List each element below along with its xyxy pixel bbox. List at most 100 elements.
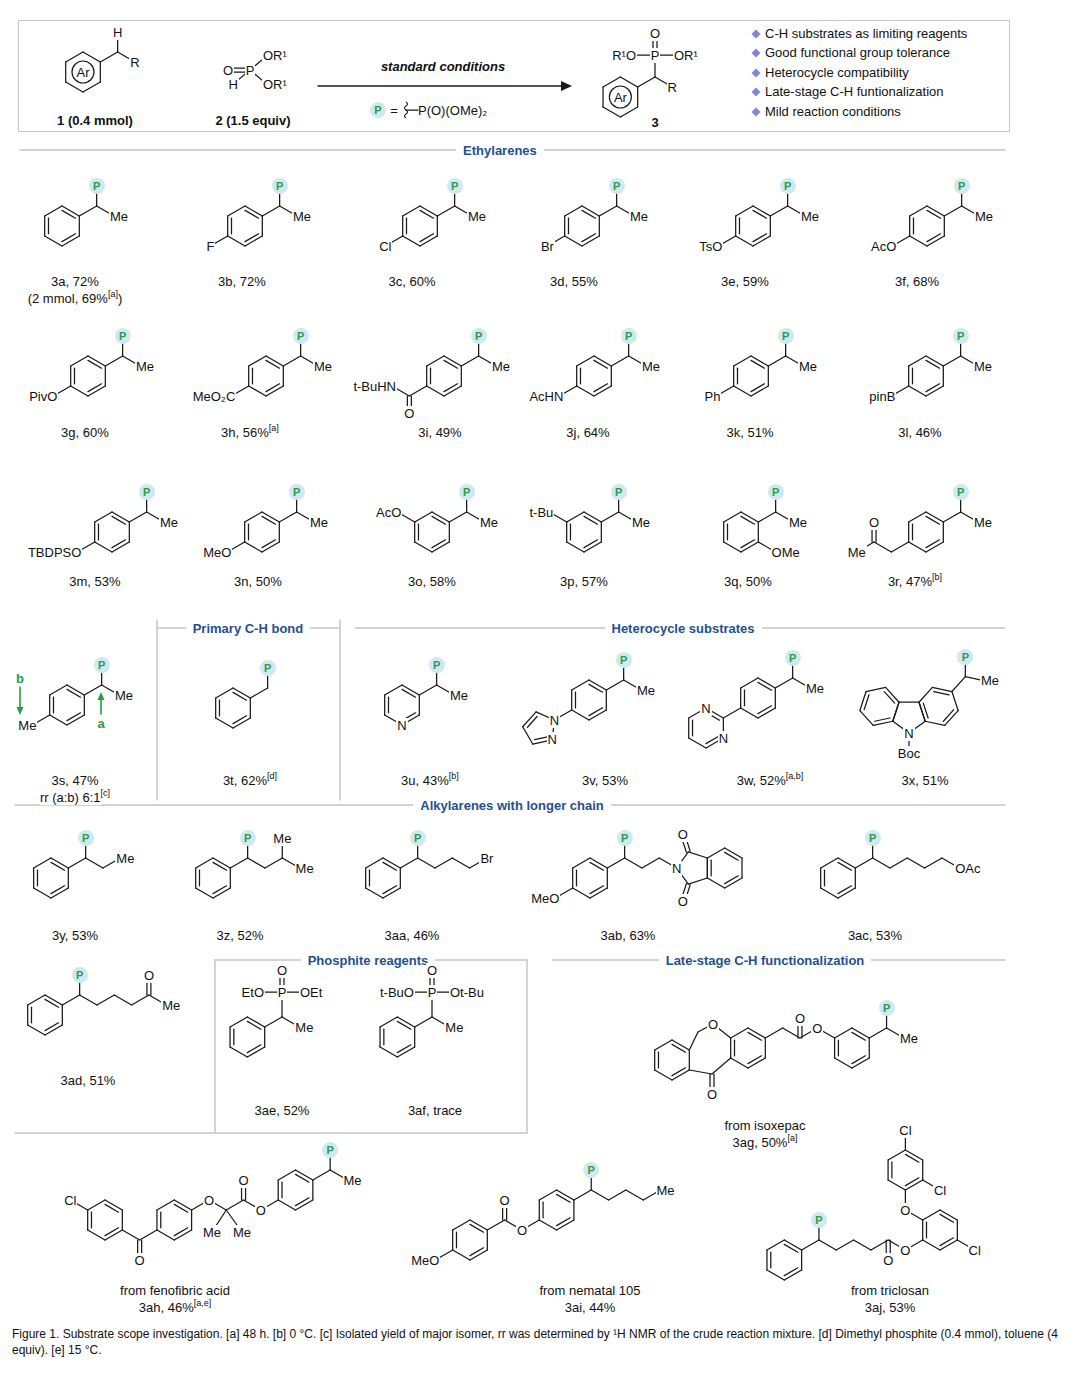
bond [723,708,740,718]
label-line: rr (a:b) 6:1[c] [40,789,110,804]
atom-label: Me [135,359,155,374]
bond [84,695,85,715]
bond [952,677,965,692]
bond [228,206,245,216]
bond [449,512,466,522]
bond [591,1190,608,1200]
bond [905,1178,919,1186]
label-line: 3ai, 44% [565,1300,616,1315]
atom-label: Me [798,359,818,374]
bond [50,715,67,725]
label-line: 3r, 47%[b] [888,573,942,588]
label-line: O [677,894,689,909]
bond [230,1047,247,1057]
label-line: = [390,103,398,118]
label-line: P [289,484,305,500]
label-line: Me [313,359,333,374]
atom-label: O [649,26,661,41]
bond [910,236,927,246]
bond [88,356,105,366]
label-line: 3w, 52%[a,b] [737,772,804,787]
atom-label: Cl [378,239,392,254]
phosphonate-marker: P [957,649,973,665]
label-line: 2 (1.5 equiv) [215,113,290,128]
bond [33,868,34,888]
atom-label: O [899,1203,911,1218]
bond [748,1032,762,1040]
label-line: Me [272,831,292,846]
label-line: AcHN [528,389,564,404]
bond [582,234,596,242]
bond [566,522,567,542]
bond [565,236,582,246]
atom-label: PivO [28,389,58,404]
label-line: Me [899,1031,919,1046]
bond [927,236,944,246]
bond [821,888,838,898]
bond [573,888,590,898]
label-line: P [768,484,784,500]
bond [453,1250,470,1260]
label-line: P [272,178,288,194]
atom-label: pinB [868,389,896,404]
bond [105,366,106,386]
compound-label: 3a, 72% [51,274,99,289]
bond [233,692,247,700]
label-line: P [609,178,625,194]
compound-label: 3b, 72% [218,274,266,289]
label-line: 3d, 55% [550,274,598,289]
bond [91,1212,92,1228]
bond [427,386,444,396]
bond [157,1230,174,1240]
label-line: Cl [933,1183,947,1198]
compound-label: 3k, 51% [727,425,774,440]
regio-arrow [19,687,21,708]
bond [688,852,707,858]
atom-label: AcO [375,505,402,520]
label-line: 3aj, 53% [865,1300,916,1315]
bond [409,386,426,396]
bond [565,206,582,216]
bond [49,695,50,715]
bond [891,542,908,552]
bond [753,206,770,216]
bond [228,236,245,246]
bond [71,356,88,366]
bond [824,870,825,886]
bond [655,1070,672,1080]
section-rule [339,620,341,800]
bond [402,216,403,236]
bond [913,218,914,234]
feature-bullet: Late-stage C-H funtionalization [765,84,944,99]
bond [97,995,114,1005]
bond [940,1240,957,1250]
bond [689,738,706,748]
bond [724,542,741,552]
compound-label: 3y, 53% [52,928,98,943]
label-line: Me [491,359,511,374]
bond [432,542,449,552]
bond [283,366,284,386]
bond [909,512,926,522]
label-line: Heterocycle substrates [605,621,762,636]
compound-label: ) [118,291,122,306]
label-line: pinB [868,389,896,404]
bond [444,384,458,392]
bond [244,522,245,542]
bond [590,886,604,894]
bond [874,542,891,552]
bond [801,1250,802,1270]
label-line: 3k, 51% [727,425,774,440]
bond [51,888,68,898]
label-line: 3x, 51% [902,773,949,788]
bond [737,368,738,384]
atom-label: Me [491,359,511,374]
compound-label: 3p, 57% [560,574,608,589]
label-line: 3 [651,115,658,130]
bond [909,542,926,552]
label-line: Me [629,209,649,224]
bond [572,680,589,690]
bond [400,858,417,868]
bond [461,366,462,386]
